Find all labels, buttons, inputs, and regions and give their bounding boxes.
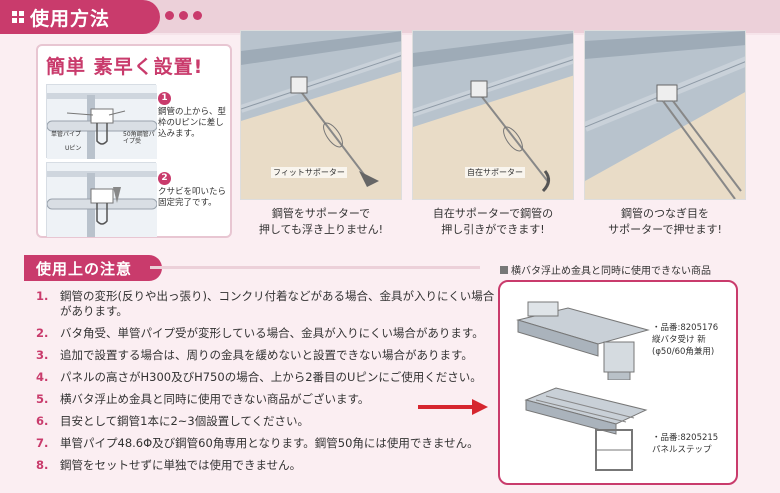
caption-line: 鋼管をサポーターで: [271, 207, 371, 220]
product2-code: ・品番:8205215: [652, 433, 719, 443]
note-item: 6. 目安として鋼管1本に2~3個設置してください。: [36, 414, 496, 429]
product2-name: パネルステップ: [652, 445, 712, 455]
easy-install-panel: 簡単 素早く設置! 単管パイプ Uピン 50角鋼管パイプ受 1 鋼管の上から、型…: [36, 44, 232, 238]
product1-name: 縦バタ受け 新: [652, 335, 706, 345]
product1-code: ・品番:8205176: [652, 323, 719, 333]
note-text: 鋼管をセットせずに単独では使用できません。: [60, 458, 302, 472]
panel-step-image: [524, 387, 648, 471]
note-text: 追加で設置する場合は、周りの金具を緩めないと設置できない場合があります。: [60, 348, 473, 362]
vertical-bata-holder-image: [516, 301, 650, 380]
steel-pipe-label: 50角鋼管パイプ受: [123, 131, 155, 145]
note-number: 7.: [36, 436, 49, 450]
caption-line: 鋼管のつなぎ目を: [621, 207, 709, 220]
note-text: 単管パイプ48.6Φ及び鋼管60角専用となります。鋼管50角には使用できません。: [60, 436, 479, 450]
incompatible-products-panel: ・品番:8205176 縦バタ受け 新 (φ50/60角兼用) ・品番:8205…: [498, 280, 738, 485]
caption-line: サポーターで押せます!: [608, 223, 722, 236]
single-pipe-label: 単管パイプ: [51, 131, 82, 138]
note-number: 6.: [36, 414, 49, 428]
products-header: 横バタ浮止め金具と同時に使用できない商品: [500, 262, 711, 277]
note-text: パネルの高さがH300及びH750の場合、上から2番目のUピンにご使用ください。: [60, 370, 482, 384]
photo-fit-supporter: フィットサポーター: [240, 30, 402, 200]
caption-free-supporter: 自在サポーターで鋼管の 押し引きができます!: [408, 206, 578, 238]
upin-label: Uピン: [65, 145, 82, 152]
step1-text: 1 鋼管の上から、型枠のUピンに差し込みます。: [158, 92, 230, 140]
square-bullet-icon: [500, 266, 508, 274]
free-supporter-label: 自在サポーター: [465, 167, 525, 178]
photo-free-supporter: 自在サポーター: [412, 30, 574, 200]
note-number: 1.: [36, 289, 49, 303]
easy-install-title: 簡単 素早く設置!: [46, 56, 204, 78]
notes-list: 1. 鋼管の変形(反りや出っ張り)、コンクリ付着などがある場合、金具が入りにくい場…: [36, 289, 496, 480]
step2-illustration: [46, 162, 158, 237]
note-item: 5. 横バタ浮止め金具と同時に使用できない商品がございます。: [36, 392, 496, 407]
notes-title: 使用上の注意: [24, 255, 162, 281]
product1-info: ・品番:8205176 縦バタ受け 新 (φ50/60角兼用): [652, 322, 718, 358]
note-item: 2. バタ角受、単管パイプ受が変形している場合、金具が入りにくい場合があります。: [36, 326, 496, 341]
note-number: 4.: [36, 370, 49, 384]
step2-description: クサビを叩いたら固定完了です。: [158, 187, 227, 208]
product2-info: ・品番:8205215 パネルステップ: [652, 432, 718, 456]
notes-divider: [150, 266, 480, 269]
photo-pipe-joint: [584, 30, 746, 200]
products-header-text: 横バタ浮止め金具と同時に使用できない商品: [511, 266, 711, 277]
caption-line: 押し引きができます!: [441, 223, 545, 236]
arrow-right-icon: [418, 399, 488, 415]
step2-text: 2 クサビを叩いたら固定完了です。: [158, 172, 230, 209]
step1-description: 鋼管の上から、型枠のUピンに差し込みます。: [158, 107, 227, 139]
note-text: バタ角受、単管パイプ受が変形している場合、金具が入りにくい場合があります。: [60, 326, 484, 340]
note-number: 3.: [36, 348, 49, 362]
section-title-tab: 使用方法: [0, 0, 160, 34]
note-number: 5.: [36, 392, 49, 406]
caption-line: 自在サポーターで鋼管の: [432, 207, 554, 220]
caption-fit-supporter: 鋼管をサポーターで 押しても浮き上りません!: [236, 206, 406, 238]
grid-icon: [12, 11, 24, 23]
note-text: 鋼管の変形(反りや出っ張り)、コンクリ付着などがある場合、金具が入りにくい場合が…: [60, 289, 495, 318]
page-title: 使用方法: [30, 7, 111, 30]
note-item: 7. 単管パイプ48.6Φ及び鋼管60角専用となります。鋼管50角には使用できませ…: [36, 436, 496, 451]
note-item: 8. 鋼管をセットせずに単独では使用できません。: [36, 458, 496, 473]
note-text: 目安として鋼管1本に2~3個設置してください。: [60, 414, 310, 428]
note-number: 8.: [36, 458, 49, 472]
product1-spec: (φ50/60角兼用): [652, 347, 715, 357]
note-item: 3. 追加で設置する場合は、周りの金具を緩めないと設置できない場合があります。: [36, 348, 496, 363]
decorative-dots: [165, 11, 202, 20]
note-number: 2.: [36, 326, 49, 340]
note-item: 4. パネルの高さがH300及びH750の場合、上から2番目のUピンにご使用くださ…: [36, 370, 496, 385]
step1-illustration: 単管パイプ Uピン 50角鋼管パイプ受: [46, 84, 158, 159]
step1-number: 1: [158, 92, 171, 105]
fit-supporter-label: フィットサポーター: [271, 167, 347, 178]
note-item: 1. 鋼管の変形(反りや出っ張り)、コンクリ付着などがある場合、金具が入りにくい場…: [36, 289, 496, 319]
note-text: 横バタ浮止め金具と同時に使用できない商品がございます。: [60, 392, 370, 406]
step2-number: 2: [158, 172, 171, 185]
caption-line: 押しても浮き上りません!: [258, 223, 384, 236]
caption-pipe-joint: 鋼管のつなぎ目を サポーターで押せます!: [580, 206, 750, 238]
